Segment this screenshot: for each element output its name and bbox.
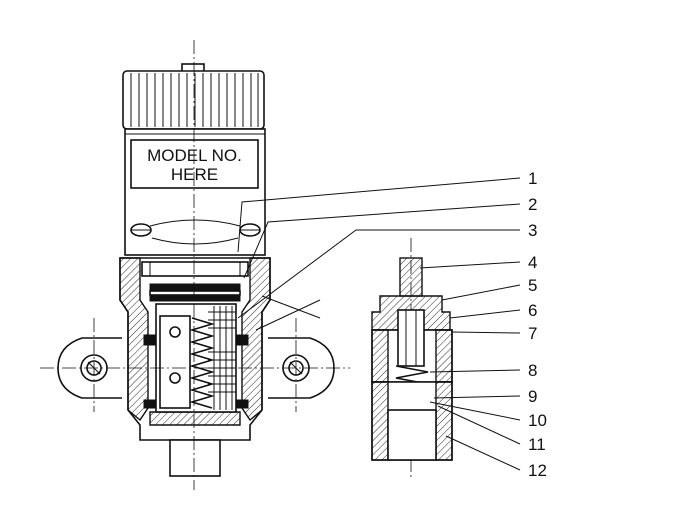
callout-9: 9 xyxy=(528,387,537,406)
model-label-box xyxy=(130,139,259,189)
callout-2: 2 xyxy=(528,195,537,214)
callout-6: 6 xyxy=(528,301,537,320)
model-label-line1: MODEL NO. xyxy=(147,146,242,165)
callout-5: 5 xyxy=(528,276,537,295)
callout-1: 1 xyxy=(528,169,537,188)
main-valve: MODEL NO. HERE xyxy=(40,40,350,490)
detail-pin xyxy=(399,257,423,297)
detail-assembly xyxy=(371,238,453,480)
filter-cartridge xyxy=(143,303,249,413)
diaphragm-stack xyxy=(141,261,249,302)
model-label-line2: HERE xyxy=(171,165,218,184)
spring xyxy=(189,317,215,409)
callout-11: 11 xyxy=(528,435,546,454)
callout-7: 7 xyxy=(528,324,537,343)
leader-lines xyxy=(237,177,521,471)
callout-8: 8 xyxy=(528,361,537,380)
callout-10: 10 xyxy=(528,411,547,430)
adjustment-knob xyxy=(122,63,265,130)
callout-4: 4 xyxy=(528,253,537,272)
callout-3: 3 xyxy=(528,221,537,240)
callout-numbers: 1 2 3 4 5 6 7 8 9 10 11 12 xyxy=(528,169,547,480)
outlet-port xyxy=(169,439,221,477)
callout-12: 12 xyxy=(528,461,547,480)
bonnet: MODEL NO. HERE xyxy=(124,128,266,256)
diaphragm xyxy=(149,283,241,292)
